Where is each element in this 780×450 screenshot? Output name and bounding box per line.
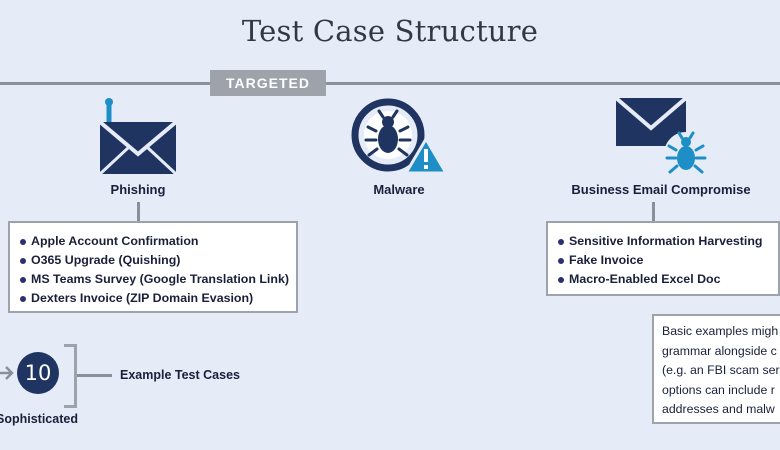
list-item: Dexters Invoice (ZIP Domain Evasion) bbox=[19, 289, 296, 308]
note-box: Basic examples migh grammar alongside c … bbox=[652, 314, 780, 424]
list-item: Macro-Enabled Excel Doc bbox=[557, 270, 778, 289]
category-label-phishing: Phishing bbox=[110, 182, 166, 197]
list-item: Sensitive Information Harvesting bbox=[557, 232, 778, 251]
phishing-connector bbox=[137, 202, 140, 222]
envelope-bug-icon bbox=[614, 96, 708, 176]
category-label-bec: Business Email Compromise bbox=[571, 182, 751, 197]
bec-connector bbox=[652, 202, 655, 222]
phishing-hook-envelope-icon bbox=[98, 98, 178, 176]
list-item: Apple Account Confirmation bbox=[19, 232, 296, 251]
sophistication-level-label: Sophisticated bbox=[0, 412, 78, 426]
test-case-count-badge: 10 bbox=[17, 352, 59, 394]
note-line: (e.g. an FBI scam ser bbox=[662, 363, 780, 377]
arrow-right-icon bbox=[0, 366, 14, 380]
note-line: Basic examples migh bbox=[662, 324, 779, 338]
bec-cases-box: Sensitive Information Harvesting Fake In… bbox=[546, 221, 780, 296]
phishing-cases-box: Apple Account Confirmation O365 Upgrade … bbox=[8, 221, 298, 313]
malware-bug-warning-icon bbox=[351, 98, 448, 175]
list-item: Fake Invoice bbox=[557, 251, 778, 270]
legend-connector bbox=[77, 374, 112, 377]
note-line: addresses and malw bbox=[662, 402, 775, 416]
legend-bracket bbox=[64, 344, 77, 408]
note-line: grammar alongside c bbox=[662, 343, 777, 358]
phishing-case-list: Apple Account Confirmation O365 Upgrade … bbox=[19, 232, 296, 308]
bec-case-list: Sensitive Information Harvesting Fake In… bbox=[557, 232, 778, 289]
list-item: MS Teams Survey (Google Translation Link… bbox=[19, 270, 296, 289]
category-label-malware: Malware bbox=[373, 182, 425, 197]
timeline-line bbox=[0, 82, 780, 85]
targeted-tag: TARGETED bbox=[210, 70, 326, 96]
list-item: O365 Upgrade (Quishing) bbox=[19, 251, 296, 270]
note-line: options can include r bbox=[662, 382, 775, 397]
page-title: Test Case Structure bbox=[241, 14, 539, 48]
legend-label: Example Test Cases bbox=[120, 368, 240, 382]
